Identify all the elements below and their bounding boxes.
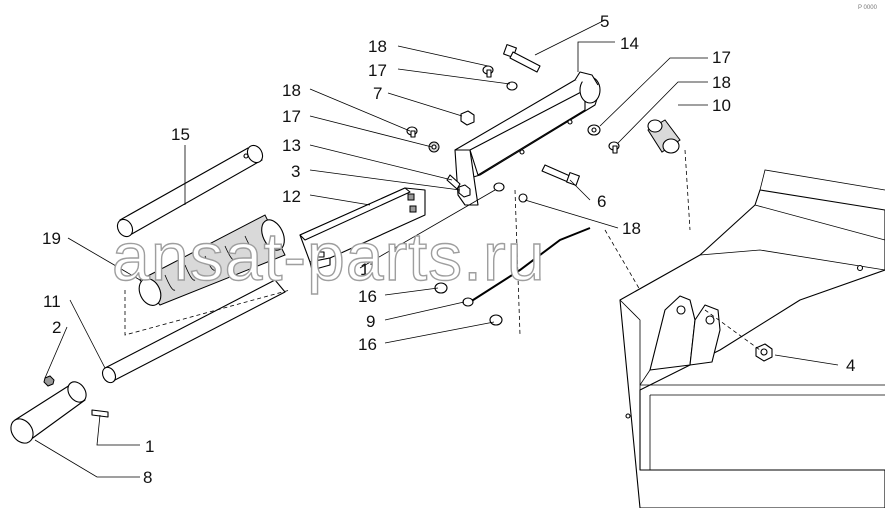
callout-3: 3	[291, 162, 300, 181]
washer-part-17-mid	[428, 141, 440, 153]
bracket-part-12	[299, 187, 426, 271]
tube-part-15	[116, 144, 264, 238]
callout-11: 11	[43, 292, 61, 311]
screw-part-18-right	[608, 141, 620, 154]
nut-part-7	[460, 110, 475, 126]
callout-15: 15	[171, 125, 190, 144]
nut-part-3	[458, 184, 471, 198]
bolt-part-5	[503, 44, 541, 73]
spring-part-19	[138, 214, 286, 306]
assembly-centerlines	[124, 149, 761, 351]
washer-part-17-top	[506, 81, 518, 91]
callout-12: 12	[282, 187, 301, 206]
rod-part-11	[101, 279, 286, 384]
callout-8: 8	[143, 468, 152, 487]
callout-16: 16	[358, 287, 377, 306]
callout-17: 17	[282, 107, 301, 126]
callout-labels: 5 14 18 17 17 18 7 10 18 17 13 3 6 15 12…	[42, 12, 855, 487]
callout-6: 6	[597, 192, 606, 211]
callout-7: 7	[373, 84, 382, 103]
arm-part-14	[454, 71, 601, 206]
callout-17: 17	[368, 61, 387, 80]
bolt-part-1	[91, 409, 109, 418]
callout-1: 1	[145, 437, 154, 456]
callout-18: 18	[282, 81, 301, 100]
callout-18: 18	[368, 37, 387, 56]
callout-17: 17	[712, 48, 731, 67]
bushing-part-10	[647, 119, 681, 154]
callout-18: 18	[622, 219, 641, 238]
nut-part-2	[43, 375, 55, 387]
frame-assembly	[619, 169, 885, 508]
callout-19: 19	[42, 229, 61, 248]
callout-9: 9	[366, 312, 375, 331]
callout-2: 2	[52, 318, 61, 337]
callout-10: 10	[712, 96, 731, 115]
washer-part-17-right	[587, 124, 601, 136]
screw-part-18-mid	[406, 126, 418, 138]
nut-part-4	[755, 343, 773, 362]
callout-13: 13	[282, 136, 301, 155]
callout-16: 16	[358, 335, 377, 354]
callout-5: 5	[600, 12, 609, 31]
callout-14: 14	[620, 34, 639, 53]
leader-lines	[34, 19, 839, 478]
callout-18: 18	[712, 73, 731, 92]
screw-part-18-top	[482, 65, 494, 78]
screw-part-13	[446, 174, 461, 190]
corner-mark: P 0000	[858, 5, 878, 11]
pin-part-8	[10, 381, 87, 444]
callout-4: 4	[846, 356, 855, 375]
watermark-text: ansat-parts.ru	[112, 219, 546, 295]
callout-17: 17	[360, 260, 379, 279]
bolt-part-6	[541, 164, 580, 186]
